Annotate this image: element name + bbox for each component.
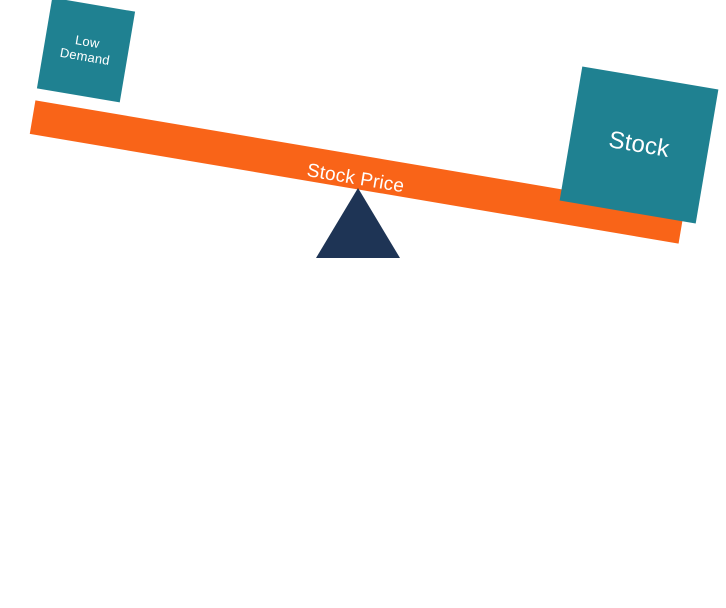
low-demand-block-label: Low Demand: [58, 32, 111, 69]
low-demand-stock-block-label: Stock: [606, 126, 672, 164]
low-demand-block: Low Demand: [36, 0, 136, 103]
low-demand-stock-block: Stock: [559, 66, 719, 224]
low-demand-scale: Stock Price Low Demand Stock: [29, 0, 719, 258]
low-demand-fulcrum-triangle-icon: [316, 188, 400, 258]
high-demand-scale: Stock Price High Demand Stock: [0, 304, 726, 608]
